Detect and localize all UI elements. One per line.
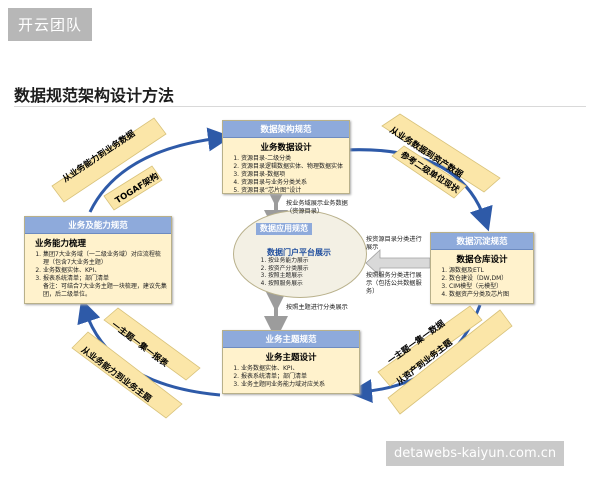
- list-item: 业务主题同业务能力域对应关系: [241, 381, 353, 389]
- page-title: 数据规范架构设计方法: [14, 86, 175, 105]
- connector-label-top: 按业务域展示业务数据（资源目录）: [286, 200, 348, 215]
- box-business-capability: 业务及能力规范 业务能力梳理 集团7大业务域（一二级业务域）对应流程梳理（包含7…: [24, 216, 172, 304]
- list-item: 资源目录-数据项: [241, 171, 343, 179]
- center-tab: 数据应用规范: [256, 223, 312, 235]
- box-data-architecture-subtitle: 业务数据设计: [260, 143, 312, 153]
- center-list: 按业务能力展示 按资产分类展示 按照主题展示 按照服务展示: [256, 258, 309, 288]
- list-item: 数仓建设（DW,DM）: [449, 275, 527, 283]
- list-item: 报表系统清单；部门清单: [43, 275, 165, 283]
- title-divider: [14, 106, 586, 107]
- box-business-theme: 业务主题规范 业务主题设计 业务数据实体、KPI、 报表系统清单；部门清单 业务…: [222, 330, 360, 394]
- box-data-settlement-list: 源数据及ETL 数仓建设（DW,DM） CIM模型（元模型） 数据资产分类及芯片…: [431, 267, 533, 299]
- watermark-bottom: detawebs-kaiyun.com.cn: [386, 441, 565, 466]
- ribbon-bottom-right: [377, 305, 513, 415]
- connector-label-right-upper: 按资源目录分类进行展示: [366, 236, 422, 251]
- box-business-capability-note: 备注：可结合7大业务主题一块梳理，建议先集团，后二级单位。: [43, 283, 167, 298]
- ribbon-top-right: [381, 113, 501, 199]
- list-item: 业务数据实体、KPI、: [241, 365, 353, 373]
- connector-right: [365, 249, 431, 277]
- list-item: 按照主题展示: [268, 273, 309, 281]
- box-data-architecture-header: 数据架构规范: [223, 121, 349, 138]
- box-business-theme-subtitle: 业务主题设计: [265, 353, 317, 363]
- connector-label-right-lower: 按照服务分类进行展示（包括公共数据服务）: [366, 272, 422, 295]
- list-item: 集团7大业务域（一二级业务域）对应流程梳理（包含7大业务主题）: [43, 251, 165, 267]
- list-item: 源数据及ETL: [449, 267, 527, 275]
- list-item: 按照服务展示: [268, 281, 309, 289]
- box-data-architecture-list: 资源目录-二级分类 资源目录逻辑数据实体、物理数据实体 资源目录-数据项 资源目…: [223, 155, 349, 195]
- ribbon-top-left: [51, 117, 167, 211]
- box-data-settlement-subtitle: 数据仓库设计: [456, 255, 508, 265]
- list-item: 资源目录与业务分类关系: [241, 179, 343, 187]
- box-business-theme-list: 业务数据实体、KPI、 报表系统清单；部门清单 业务主题同业务能力域对应关系: [223, 365, 359, 389]
- list-item: 业务数据实体、KPI、: [43, 267, 165, 275]
- list-item: 按资产分类展示: [268, 266, 309, 274]
- box-business-capability-subtitle: 业务能力梳理: [35, 239, 87, 249]
- list-item: 资源目录逻辑数据实体、物理数据实体: [241, 163, 343, 171]
- watermark-top: 开云团队: [8, 8, 93, 41]
- box-data-settlement: 数据沉淀规范 数据仓库设计 源数据及ETL 数仓建设（DW,DM） CIM模型（…: [430, 232, 534, 304]
- cycle-arrow-top-right: [344, 148, 493, 232]
- center-subtitle: 数据门户平台展示: [267, 248, 331, 257]
- box-data-settlement-header: 数据沉淀规范: [431, 233, 533, 250]
- list-item: 报表系统清单；部门清单: [241, 373, 353, 381]
- cycle-arrow-top-left: [88, 127, 232, 213]
- box-business-capability-header: 业务及能力规范: [25, 217, 171, 234]
- list-item: CIM模型（元模型）: [449, 283, 527, 291]
- connector-label-bottom: 按照主题进行分类展示: [286, 304, 348, 311]
- list-item: 资源目录“芯片图”设计: [241, 187, 343, 195]
- ribbon-bottom-left: [71, 307, 201, 419]
- list-item: 资源目录-二级分类: [241, 155, 343, 163]
- box-business-capability-list: 集团7大业务域（一二级业务域）对应流程梳理（包含7大业务主题） 业务数据实体、K…: [25, 251, 171, 283]
- box-business-theme-header: 业务主题规范: [223, 331, 359, 348]
- list-item: 数据资产分类及芯片图: [449, 291, 527, 299]
- list-item: 按业务能力展示: [268, 258, 309, 266]
- box-data-architecture: 数据架构规范 业务数据设计 资源目录-二级分类 资源目录逻辑数据实体、物理数据实…: [222, 120, 350, 194]
